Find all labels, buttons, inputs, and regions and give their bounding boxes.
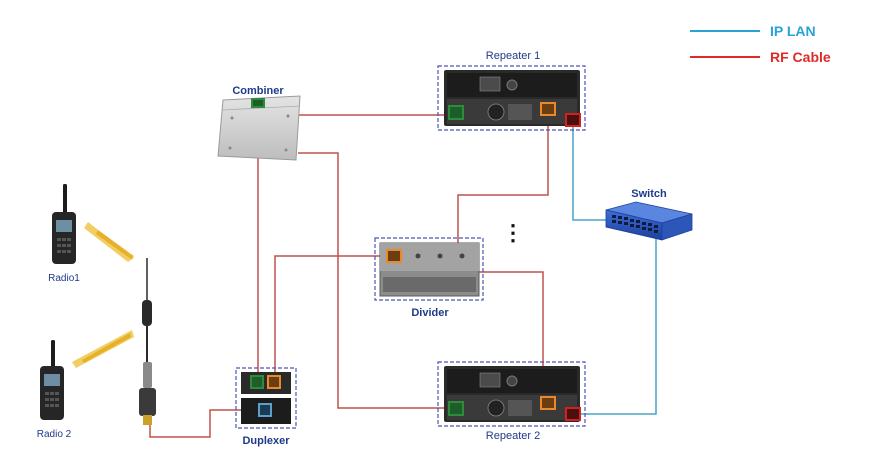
repeater-2-port-red bbox=[565, 407, 581, 421]
antenna-coil bbox=[142, 300, 152, 326]
rf-cable-combiner-repeater2 bbox=[298, 152, 453, 409]
repeater-2-port-green bbox=[448, 401, 464, 416]
repeater-2: Repeater 2 bbox=[437, 361, 586, 442]
divider-connector-2 bbox=[437, 253, 443, 259]
repeater-1-label: Repeater 1 bbox=[486, 50, 540, 62]
divider-label: Divider bbox=[411, 307, 449, 319]
repeater-1-knob-icon bbox=[506, 79, 518, 91]
lan-cables bbox=[572, 124, 657, 415]
divider-connector-3 bbox=[459, 253, 465, 259]
repeater-1-fan-icon bbox=[487, 103, 505, 121]
duplexer-port-blue bbox=[258, 403, 272, 417]
combiner-screw-3 bbox=[228, 146, 232, 150]
switch-label: Switch bbox=[631, 188, 667, 200]
wireless-signal-radio1 bbox=[84, 222, 134, 262]
switch-side bbox=[661, 213, 693, 241]
antenna-connector bbox=[143, 415, 152, 425]
radio-1: Radio1 bbox=[48, 184, 80, 284]
signal-wave-icon bbox=[82, 333, 131, 363]
rf-cable-duplexer-antenna bbox=[149, 409, 265, 438]
wireless-signal-radio2 bbox=[72, 330, 134, 368]
duplexer-port-green bbox=[250, 375, 264, 389]
signal-wave-icon bbox=[96, 230, 134, 259]
repeater-1-dashed-box bbox=[437, 65, 586, 131]
repeater-2-label: Repeater 2 bbox=[486, 430, 540, 442]
legend: IP LAN RF Cable bbox=[690, 23, 831, 65]
radio-1-label: Radio1 bbox=[48, 273, 80, 284]
more-repeaters-ellipsis: ⋮ bbox=[502, 220, 524, 245]
repeater-1-grille bbox=[508, 104, 532, 120]
repeater-2-grille bbox=[508, 400, 532, 416]
legend-ip-lan-label: IP LAN bbox=[770, 23, 816, 39]
radio-2-antenna bbox=[51, 340, 55, 368]
base-antenna bbox=[139, 258, 156, 425]
radio-1-screen bbox=[56, 220, 72, 232]
radio-2: Radio 2 bbox=[37, 340, 72, 440]
repeater-1-display bbox=[479, 76, 501, 92]
repeater-1: Repeater 1 bbox=[437, 50, 586, 131]
duplexer-dashed-box bbox=[235, 367, 297, 429]
repeater-2-fan-icon bbox=[487, 399, 505, 417]
radio-2-keypad bbox=[45, 392, 59, 407]
repeater-2-port-orange bbox=[540, 396, 556, 410]
radio-2-label: Radio 2 bbox=[37, 429, 72, 440]
radio-1-antenna bbox=[63, 184, 67, 214]
divider: Divider bbox=[374, 237, 484, 319]
antenna-base-lower bbox=[139, 388, 156, 416]
radio-2-screen bbox=[44, 374, 60, 386]
combiner-label: Combiner bbox=[232, 85, 284, 97]
repeater-1-port-green bbox=[448, 105, 464, 120]
combiner: Combiner bbox=[217, 85, 301, 161]
divider-connector-1 bbox=[415, 253, 421, 259]
rf-cable-repeater1-divider bbox=[457, 110, 549, 272]
divider-dashed-box bbox=[374, 237, 484, 301]
divider-vent bbox=[383, 277, 476, 292]
antenna-base-upper bbox=[143, 362, 152, 388]
combiner-port-green bbox=[251, 98, 265, 108]
rf-cable-duplexer-divider bbox=[274, 255, 392, 382]
repeater-1-port-red bbox=[565, 113, 581, 127]
combiner-screw-1 bbox=[230, 116, 234, 120]
duplexer-upper-unit bbox=[241, 372, 291, 394]
combiner-body bbox=[217, 95, 301, 161]
legend-rf-cable-label: RF Cable bbox=[770, 49, 831, 65]
combiner-screw-2 bbox=[286, 114, 290, 118]
radio-1-keypad bbox=[57, 238, 71, 253]
switch-ports bbox=[612, 215, 658, 233]
rf-cable-divider-repeater2 bbox=[465, 271, 544, 402]
duplexer: Duplexer bbox=[235, 367, 297, 447]
repeater-1-port-orange bbox=[540, 102, 556, 116]
repeater-2-knob-icon bbox=[506, 375, 518, 387]
divider-port-orange bbox=[386, 249, 402, 263]
switch: Switch bbox=[605, 188, 693, 241]
repeater-2-display bbox=[479, 372, 501, 388]
repeater-2-dashed-box bbox=[437, 361, 586, 427]
combiner-screw-4 bbox=[284, 148, 288, 152]
lan-cable-repeater1-switch bbox=[572, 124, 612, 221]
duplexer-port-orange bbox=[267, 375, 281, 389]
duplexer-label: Duplexer bbox=[242, 435, 290, 447]
lan-cable-repeater2-switch bbox=[580, 238, 657, 415]
